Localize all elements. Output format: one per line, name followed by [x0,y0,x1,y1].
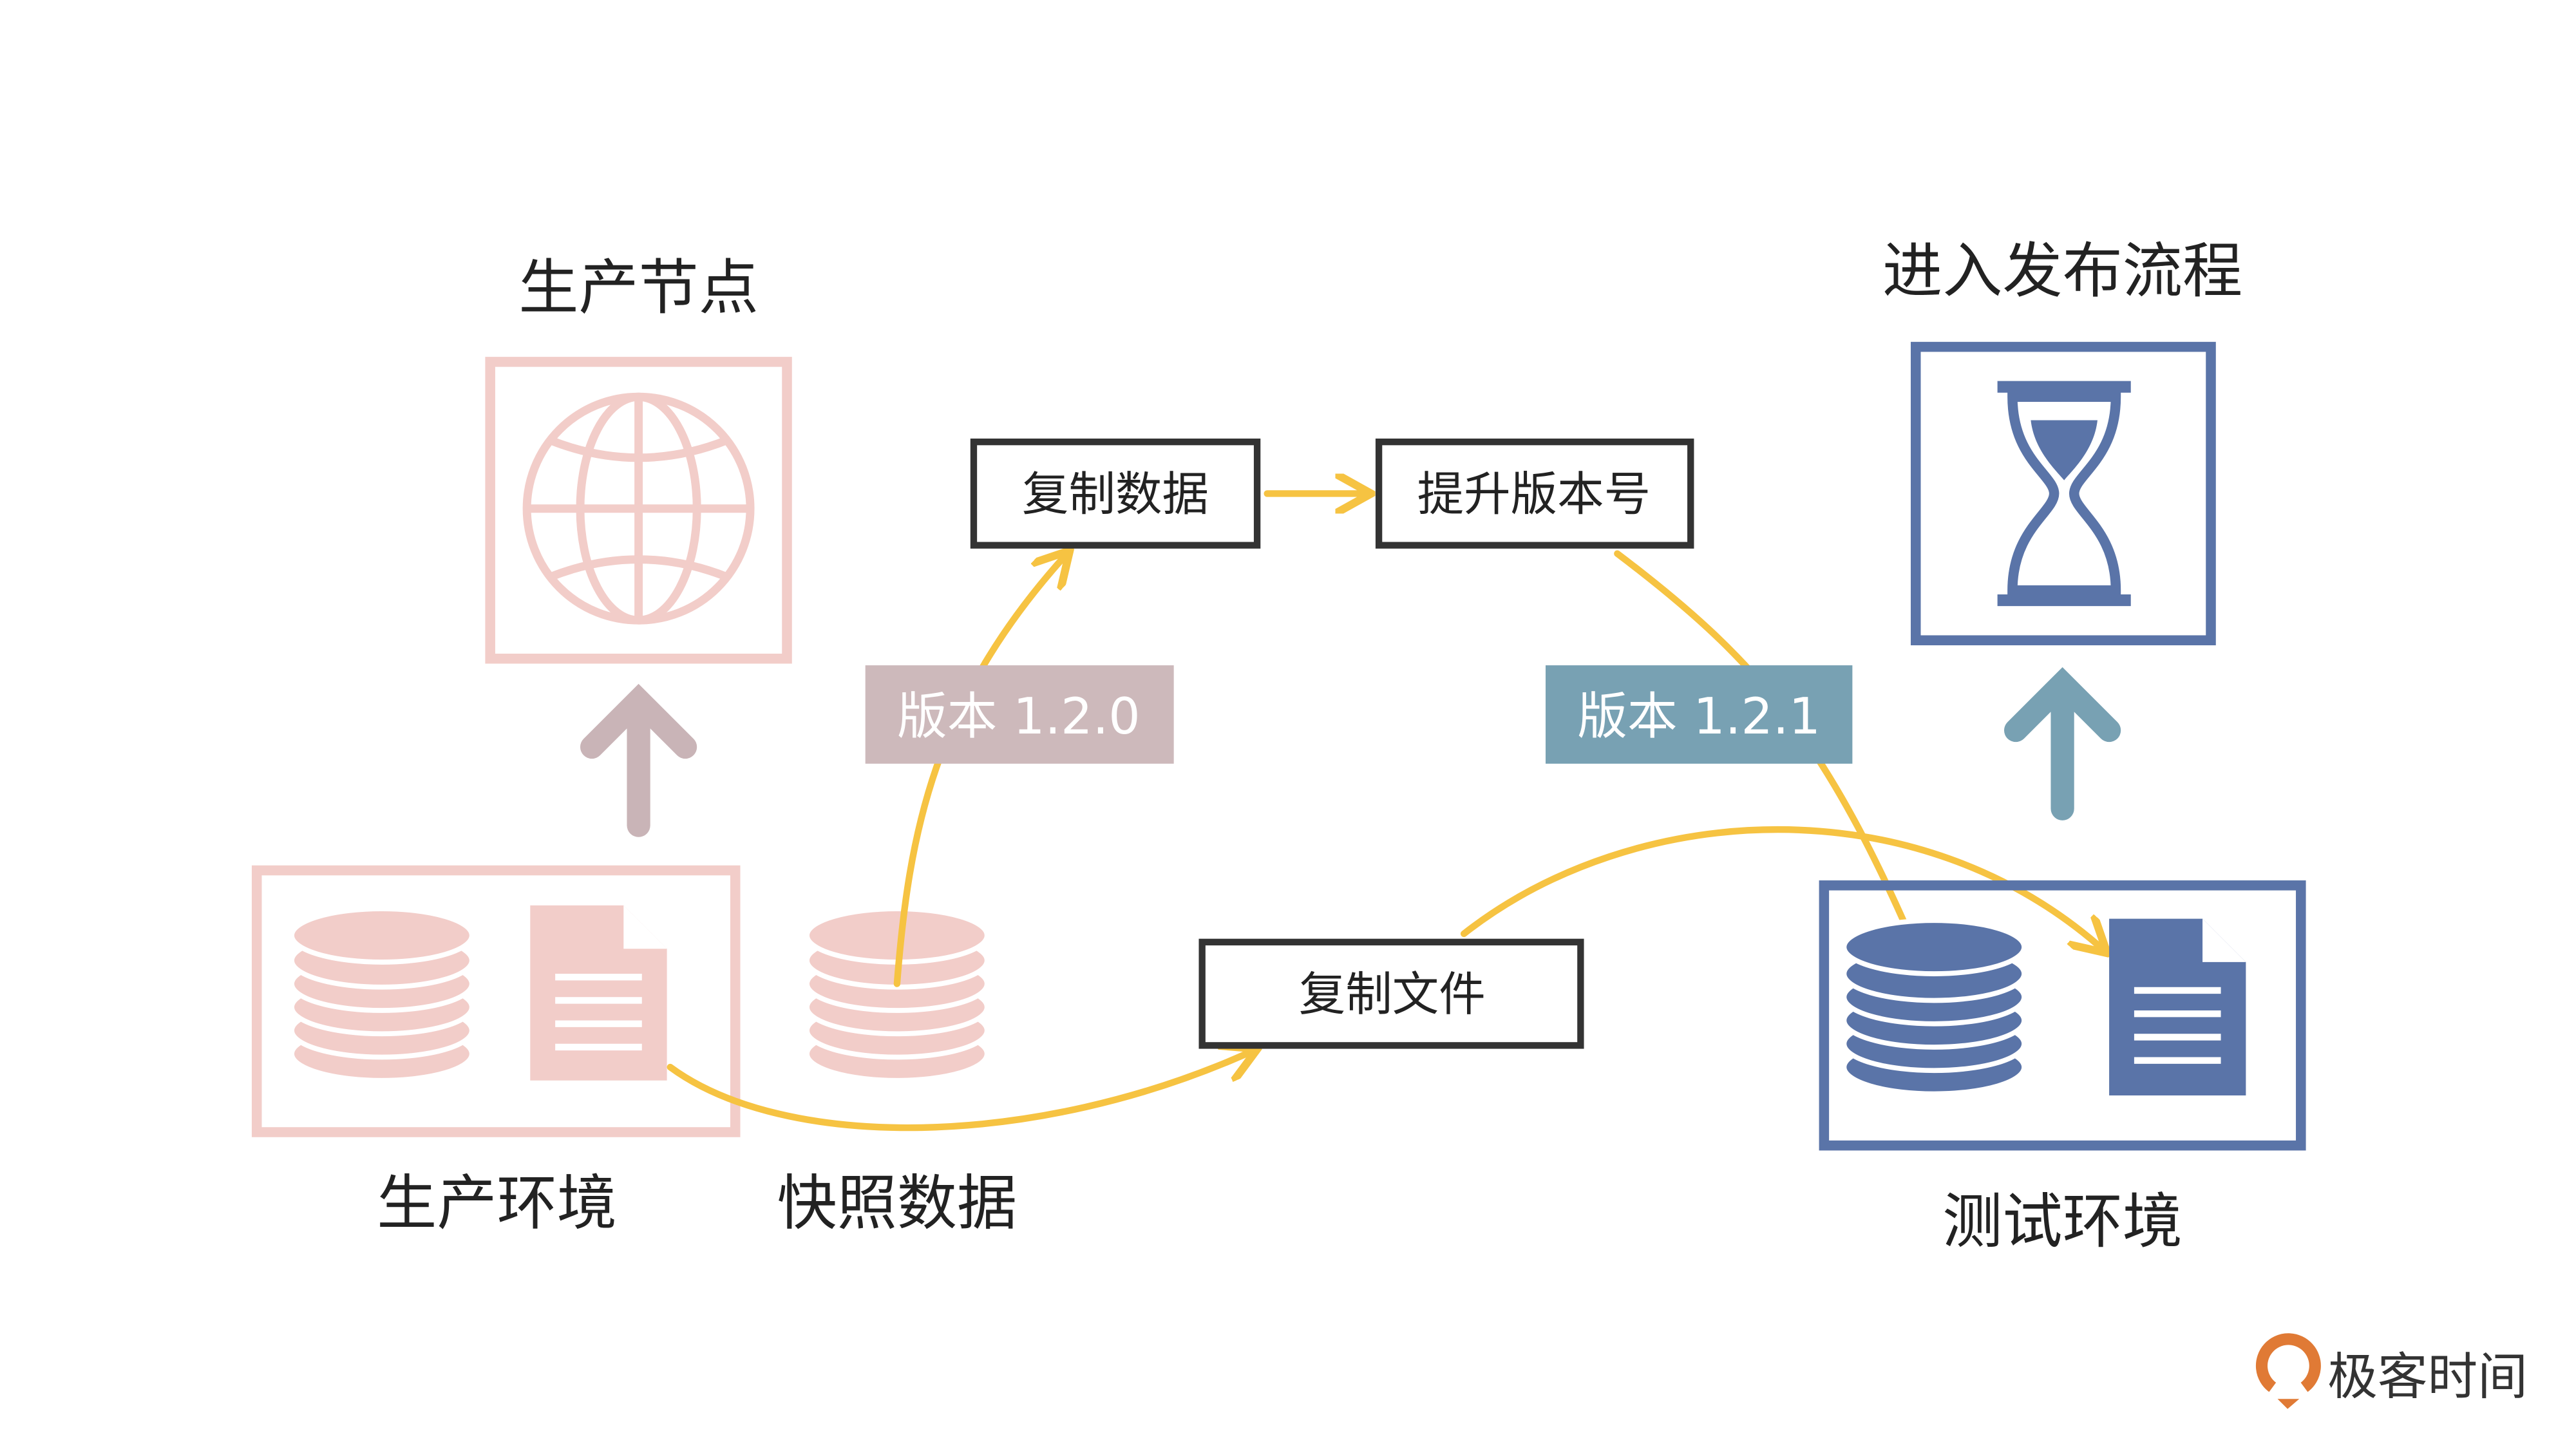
test-env-box [1819,880,2306,1151]
test-env-label: 测试环境 [1942,1186,2183,1256]
logo-icon [2255,1333,2321,1392]
document-icon [530,905,667,1081]
release-box [1910,341,2216,646]
up-arrow-icon [580,683,697,837]
globe-icon [522,392,755,625]
prod-env-label: 生产环境 [377,1168,617,1238]
database-icon [289,906,475,1083]
test-document-icon [2109,918,2246,1096]
flow-doc-to-copy-files [667,1050,1254,1132]
version-new-label: 版本 1.2.1 [1577,688,1821,746]
version-old-label: 版本 1.2.0 [897,688,1141,746]
copy-data-label: 复制数据 [1022,468,1209,522]
logo-text: 极客时间 [2327,1348,2528,1406]
release-title: 进入发布流程 [1882,236,2242,306]
prod-node-box [485,357,792,664]
prod-node-title: 生产节点 [518,252,759,323]
geektime-logo: 极客时间 [2255,1333,2528,1409]
bump-version-step: 提升版本号 [1375,438,1694,549]
prod-env-box [251,865,741,1137]
snapshot-data-label: 快照数据 [777,1168,1017,1238]
up-arrow-icon [2003,667,2121,820]
test-database-icon [1841,918,2027,1097]
hourglass-icon [1997,381,2131,607]
version-old-badge: 版本 1.2.0 [865,665,1174,764]
flow-snapshot-to-copy-data [893,554,1067,987]
version-new-badge: 版本 1.2.1 [1546,665,1853,764]
copy-data-step: 复制数据 [970,438,1261,549]
snapshot-database-icon [804,906,990,1083]
copy-files-label: 复制文件 [1299,968,1486,1022]
bump-version-label: 提升版本号 [1417,468,1651,522]
copy-files-step: 复制文件 [1198,938,1584,1049]
